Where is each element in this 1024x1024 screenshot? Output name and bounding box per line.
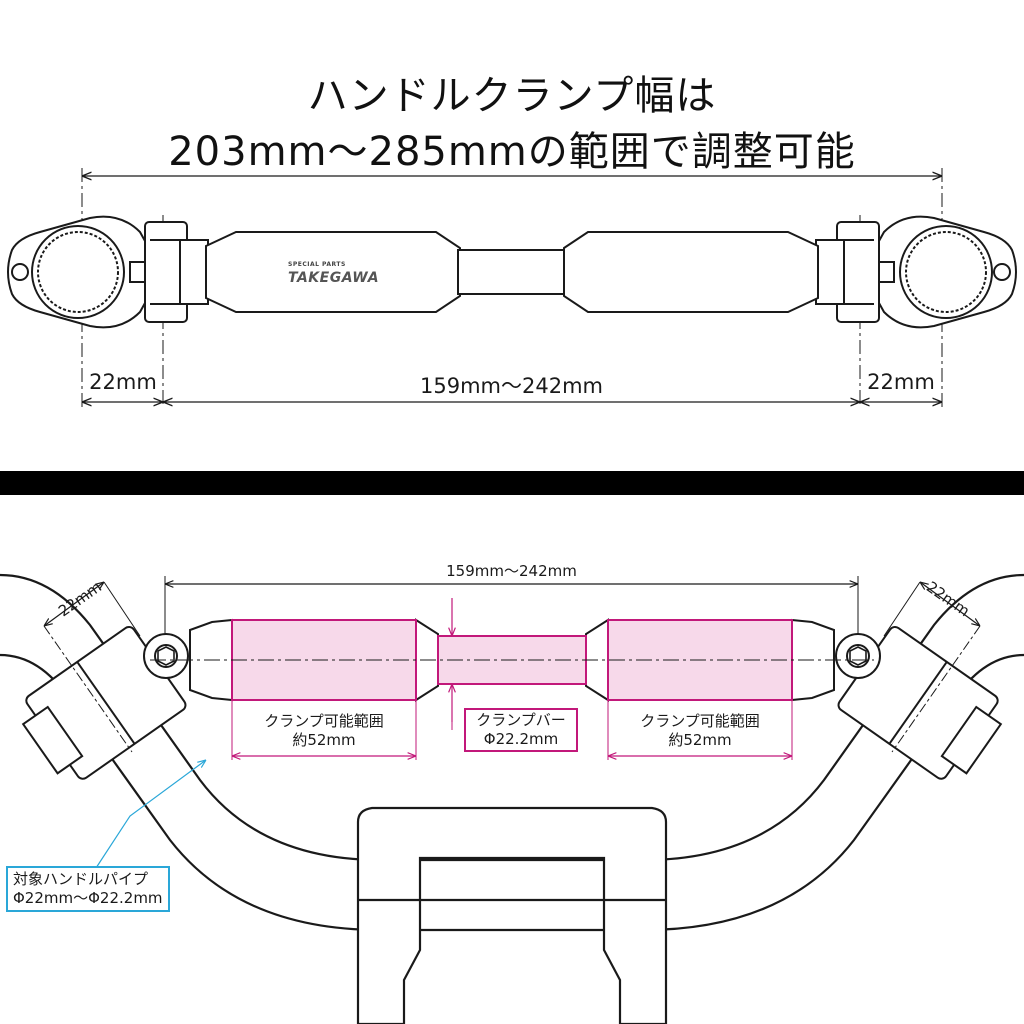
section-divider: [0, 471, 1024, 495]
handlebar-riser: [356, 806, 668, 1024]
logo-small-text: SPECIAL PARTS: [288, 261, 346, 268]
right-clamp-range-title: クランプ可能範囲: [640, 712, 760, 730]
right-clamp: [815, 215, 1017, 329]
left-clamp-range-title: クランプ可能範囲: [264, 712, 384, 730]
title-line-2: 203mm〜285mmの範囲で調整可能: [168, 129, 856, 175]
logo-brand: TAKEGAWA: [288, 270, 380, 286]
left-clamp: [7, 215, 209, 329]
center-bar-value: Φ22.2mm: [483, 730, 559, 748]
bottom-span-label: 159mm〜242mm: [446, 562, 577, 580]
right-angled-clamp: [835, 625, 1003, 780]
handle-pipe-value: Φ22mm〜Φ22.2mm: [13, 889, 163, 907]
center-bar-title: クランプバー: [476, 711, 566, 729]
left-clamp-range-label: クランプ可能範囲 約52mm: [232, 712, 416, 750]
center-bar-label: クランプバー Φ22.2mm: [464, 708, 578, 752]
left-angled-clamp: [21, 625, 189, 780]
handle-pipe-title: 対象ハンドルパイプ: [13, 870, 149, 888]
title-line-1: ハンドルクランプ幅は: [307, 73, 717, 119]
handle-pipe-callout: 対象ハンドルパイプ Φ22mm〜Φ22.2mm: [6, 866, 170, 912]
clamp-bar-body: [205, 231, 819, 313]
right-clamp-range-value: 約52mm: [668, 731, 732, 749]
dim-left-clamp: 22mm: [89, 370, 157, 394]
left-clamp-range-value: 約52mm: [292, 731, 356, 749]
right-clamp-range-label: クランプ可能範囲 約52mm: [608, 712, 792, 750]
top-diagram: [7, 168, 1017, 408]
dim-middle: 159mm〜242mm: [420, 374, 603, 398]
dim-right-clamp: 22mm: [867, 370, 935, 394]
